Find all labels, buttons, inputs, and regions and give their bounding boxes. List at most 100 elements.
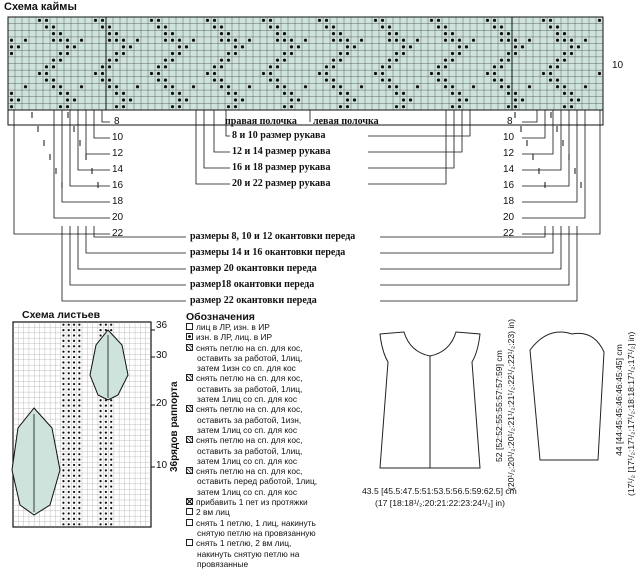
purl-dot (135, 38, 140, 42)
purl-dot (457, 91, 462, 95)
purl-dot (436, 25, 441, 29)
purl-dot (121, 45, 126, 49)
purl-dot (72, 393, 76, 396)
purl-dot (65, 98, 70, 102)
purl-dot (513, 91, 518, 95)
purl-dot (520, 45, 525, 49)
purl-dot (450, 32, 455, 36)
purl-dot (62, 382, 65, 386)
purl-dot (67, 415, 70, 418)
purl-dot (78, 372, 81, 375)
purl-dot (110, 436, 113, 440)
legend-text: снять петлю на сп. для кос, (196, 404, 303, 415)
purl-dot (72, 431, 76, 434)
plain-square-icon (186, 323, 193, 330)
purl-dot (555, 58, 560, 62)
purl-dot (78, 323, 81, 326)
legend-item: затем 1лиц со сп. для кос (186, 456, 356, 466)
purl-dot (156, 25, 161, 29)
purl-dot (104, 420, 107, 423)
purl-dot (212, 18, 217, 22)
purl-dot (401, 105, 406, 109)
purl-dot (104, 496, 107, 499)
purl-dot (78, 436, 81, 440)
purl-dot (471, 85, 476, 89)
purl-dot (72, 442, 76, 445)
purl-dot (233, 51, 238, 56)
purl-dot (394, 85, 399, 89)
purl-dot (110, 517, 113, 521)
purl-dot (520, 98, 525, 102)
purl-dot (67, 420, 70, 423)
purl-dot (450, 85, 455, 89)
purl-dot (62, 393, 65, 396)
legend-item: затем 1изн со сп. для кос (186, 363, 356, 373)
purl-dot (58, 51, 63, 56)
purl-dot (492, 71, 497, 76)
purl-dot (99, 474, 102, 477)
purl-dot (72, 328, 76, 332)
purl-dot (62, 463, 65, 467)
purl-dot (78, 469, 81, 472)
purl-dot (78, 388, 81, 391)
purl-dot (62, 480, 65, 483)
purl-dot (99, 323, 102, 326)
purl-dot (67, 334, 70, 337)
purl-dot (93, 18, 98, 22)
hatched-square-icon (186, 467, 193, 475)
purl-dot (78, 512, 81, 515)
purl-dot (104, 426, 107, 429)
purl-dot (569, 105, 574, 109)
purl-dot (110, 463, 113, 467)
size-guide-right (522, 110, 538, 123)
purl-dot (303, 38, 308, 42)
purl-dot (317, 71, 322, 76)
purl-dot (44, 78, 49, 82)
purl-dot (78, 431, 81, 434)
purl-dot (99, 507, 102, 510)
legend-item: снять петлю на сп. для кос, (186, 373, 356, 383)
purl-dot (51, 32, 56, 36)
purl-dot (110, 399, 113, 402)
purl-dot (78, 334, 81, 337)
purl-dot (65, 51, 70, 56)
purl-dot (219, 58, 224, 62)
purl-dot (401, 45, 406, 49)
purl-dot (135, 85, 140, 89)
hatched-square-icon (186, 374, 193, 382)
purl-dot (78, 474, 81, 477)
purl-dot (99, 442, 102, 445)
purl-dot (104, 404, 107, 407)
purl-dot (436, 65, 441, 69)
size-number-left: 8 (114, 116, 120, 127)
purl-dot (555, 38, 560, 42)
purl-dot (72, 415, 76, 418)
hatched-square-icon (186, 405, 193, 413)
purl-dot (72, 366, 76, 369)
purl-dot (492, 18, 497, 22)
purl-dot (506, 58, 511, 62)
purl-dot (78, 490, 81, 494)
purl-dot (387, 85, 392, 89)
purl-dot (275, 65, 280, 69)
purl-dot (72, 447, 76, 450)
purl-dot (114, 85, 119, 89)
purl-dot (72, 496, 76, 499)
purl-dot (72, 501, 76, 504)
edging-guide (85, 226, 186, 254)
purl-dot (62, 388, 65, 391)
purl-dot (275, 25, 280, 29)
legend-item: затем 1лиц со сп. для кос (186, 425, 356, 435)
purl-dot (62, 334, 65, 337)
body-height-inch-label: (20¹/₂:20¹/₂:20¹/₂:21¹/₂:21¹/₂:22¹/₂:22¹… (506, 319, 516, 490)
purl-dot (67, 442, 70, 445)
purl-dot (219, 85, 224, 89)
purl-dot (110, 458, 113, 461)
purl-dot (149, 71, 154, 76)
legend-text: снять петлю на сп. для кос, (196, 373, 303, 384)
purl-dot (170, 51, 175, 56)
purl-dot (548, 71, 553, 76)
purl-dot (387, 38, 392, 42)
purl-dot (275, 58, 280, 62)
legend-text: снять 1 петлю, 2 вм лиц, (196, 538, 292, 549)
